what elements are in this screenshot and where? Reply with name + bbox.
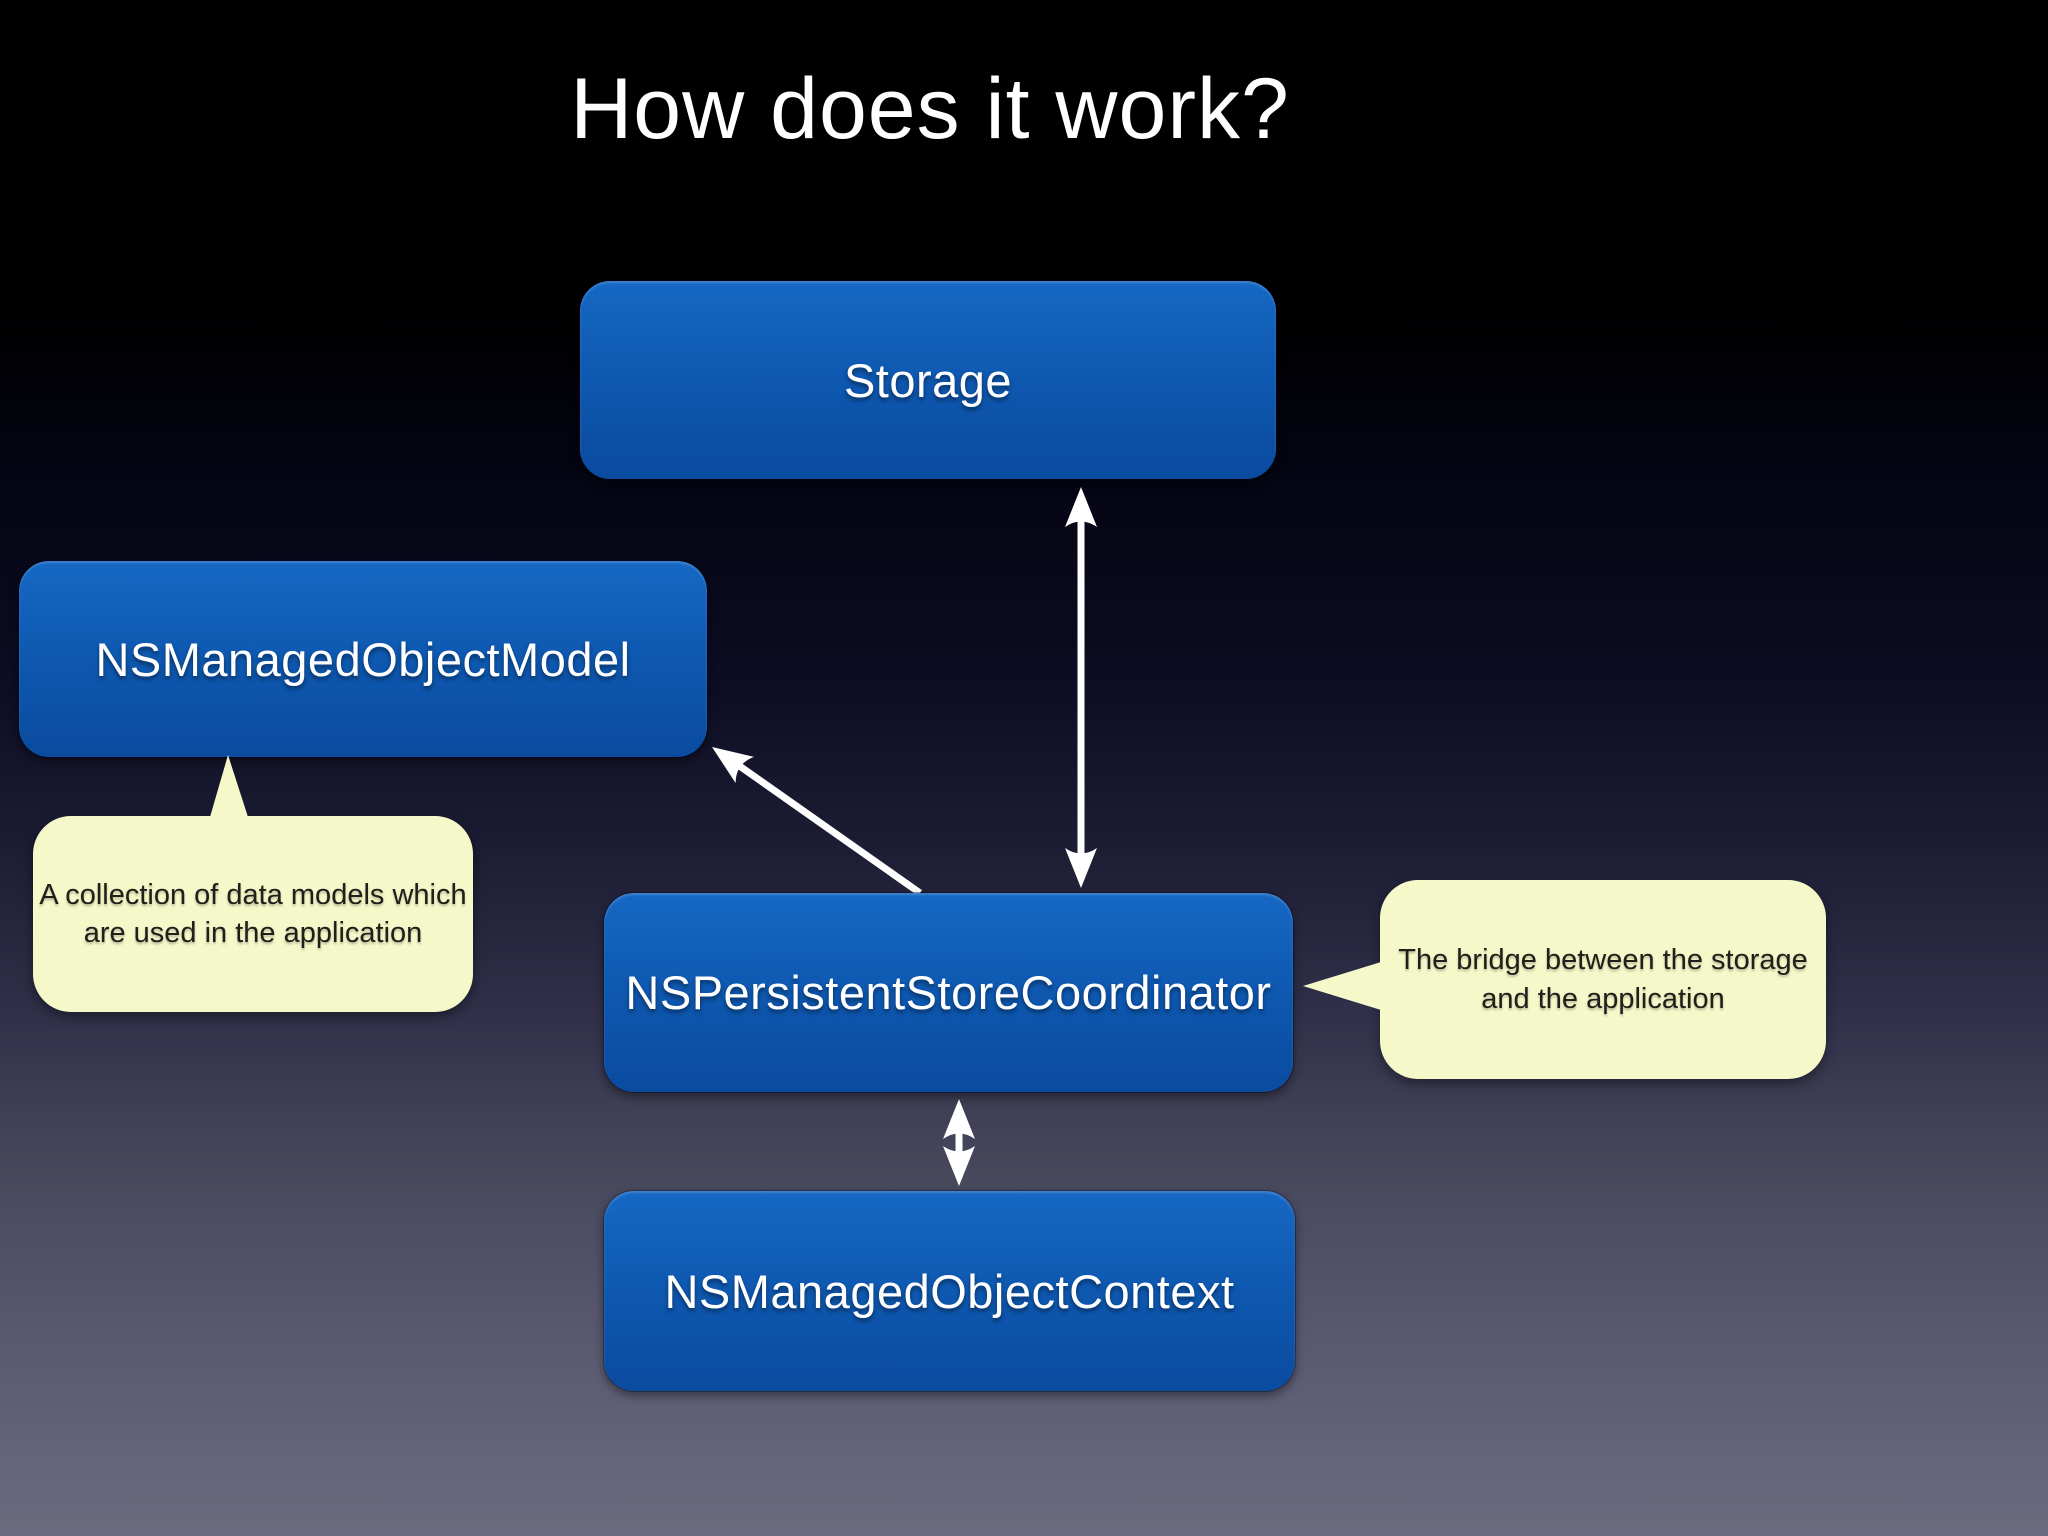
arrow-storage-coordinator [1065,487,1097,888]
callout-coordinator-line-1: The bridge between the storage [1398,944,1808,977]
callout-coordinator-line-2: and the application [1481,982,1725,1015]
slide-title: How does it work? [570,61,1290,157]
callout-model-line-1: A collection of data models which [39,878,467,911]
node-nsmanagedobjectmodel-label: NSManagedObjectModel [95,632,631,686]
arrow-coordinator-context [943,1099,975,1186]
callout-model-line-2: are used in the application [83,917,423,949]
node-nspersistentstorecoordinator-label: NSPersistentStoreCoordinator [625,966,1272,1019]
node-storage-label: Storage [843,353,1013,407]
callout-coordinator-tail [1303,962,1381,1010]
node-nsmanagedobjectcontext: NSManagedObjectContext [604,1191,1295,1391]
node-nspersistentstorecoordinator: NSPersistentStoreCoordinator [604,893,1293,1092]
callout-model-tail [210,755,248,817]
node-nsmanagedobjectmodel: NSManagedObjectModel [19,561,707,757]
callout-model-note: A collection of data models which are us… [33,755,473,1012]
node-nsmanagedobjectcontext-label: NSManagedObjectContext [664,1264,1235,1318]
arrow-coordinator-model [712,747,923,896]
callout-model-text: A collection of data models which are us… [39,876,466,953]
callout-coordinator-note: The bridge between the storage and the a… [1303,880,1826,1079]
node-storage: Storage [580,281,1276,479]
callout-coordinator-text: The bridge between the storage and the a… [1398,941,1808,1018]
